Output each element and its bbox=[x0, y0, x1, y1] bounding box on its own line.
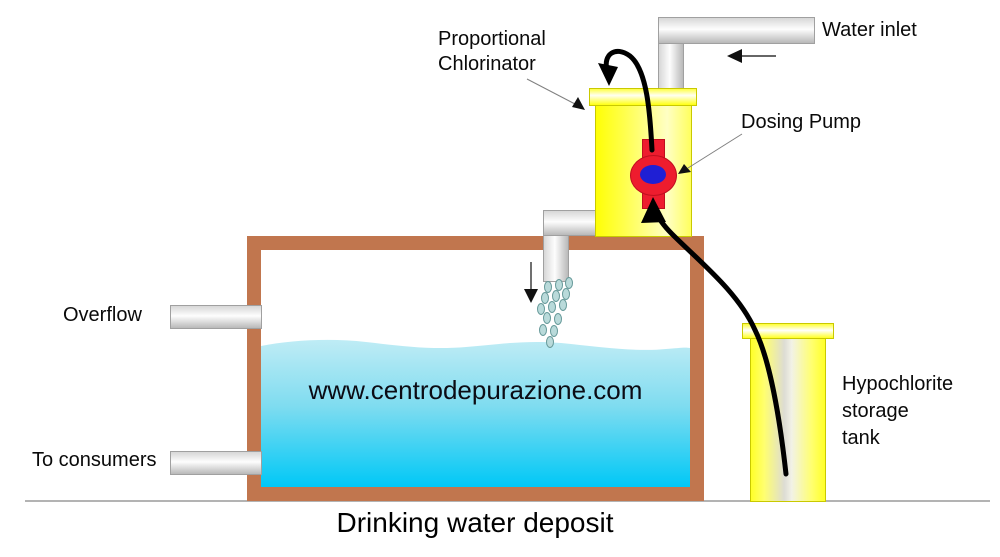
tank-water bbox=[261, 339, 690, 487]
hypochlorite-tank-label: Hypochlorite storage tank bbox=[842, 373, 954, 449]
water-surface-wave bbox=[261, 339, 690, 487]
to-consumers-pipe bbox=[170, 451, 262, 475]
hypochlorite-tank-lid bbox=[742, 323, 834, 339]
ground-line bbox=[25, 500, 990, 502]
dosing-pump-rotor bbox=[640, 165, 666, 184]
chlorinator-leader-arrow-icon bbox=[526, 78, 585, 110]
to-consumers-label: To consumers bbox=[32, 449, 157, 471]
chlorinator-lid bbox=[589, 88, 697, 106]
overflow-pipe bbox=[170, 305, 262, 329]
proportional-chlorinator-label: Proportional Chlorinator bbox=[438, 28, 546, 75]
watermark-text: www.centrodepurazione.com bbox=[308, 375, 643, 405]
diagram-title: Drinking water deposit bbox=[336, 507, 614, 538]
water-inlet-label: Water inlet bbox=[822, 19, 917, 41]
tube-arrow-down-icon bbox=[598, 63, 618, 86]
water-inlet-pipe-horizontal bbox=[658, 17, 815, 44]
inlet-flow-arrow-icon bbox=[727, 49, 776, 63]
chlorinator-outlet-pipe-horizontal bbox=[543, 210, 599, 236]
overflow-label: Overflow bbox=[63, 304, 142, 326]
hypochlorite-tank-body bbox=[750, 337, 826, 502]
dosing-pump-label: Dosing Pump bbox=[741, 111, 862, 133]
